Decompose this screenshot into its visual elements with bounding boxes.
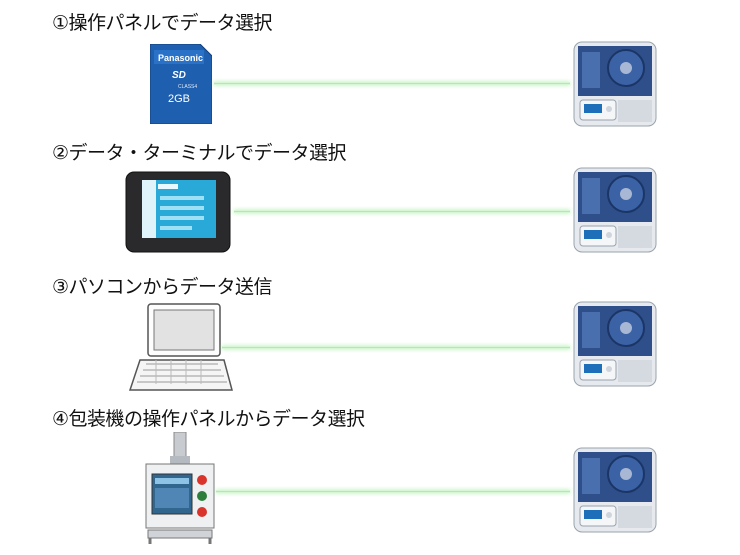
sd-card-icon: Panasonic SD CLASS4 2GB — [150, 44, 212, 124]
connection-line-2 — [234, 210, 570, 213]
packaging-machine-control-panel-icon — [145, 432, 215, 544]
printer-icon — [573, 167, 657, 253]
row-1-title: ①操作パネルでデータ選択 — [52, 12, 273, 34]
printer-icon — [573, 301, 657, 387]
printer-icon — [573, 447, 657, 533]
sd-brand-text: Panasonic — [158, 53, 203, 63]
connection-line-4 — [216, 490, 570, 493]
data-terminal-icon — [125, 171, 231, 253]
sd-class-text: CLASS4 — [178, 84, 197, 90]
laptop-computer-icon — [128, 303, 233, 391]
row-4-title: ④包装機の操作パネルからデータ選択 — [52, 408, 365, 430]
sd-capacity-text: 2GB — [168, 93, 190, 105]
connection-line-1 — [214, 82, 570, 85]
row-2-title: ②データ・ターミナルでデータ選択 — [52, 142, 347, 164]
connection-line-3 — [222, 346, 570, 349]
printer-icon — [573, 41, 657, 127]
row-3-title: ③パソコンからデータ送信 — [52, 276, 273, 298]
sd-logo-text: SD — [172, 70, 186, 81]
